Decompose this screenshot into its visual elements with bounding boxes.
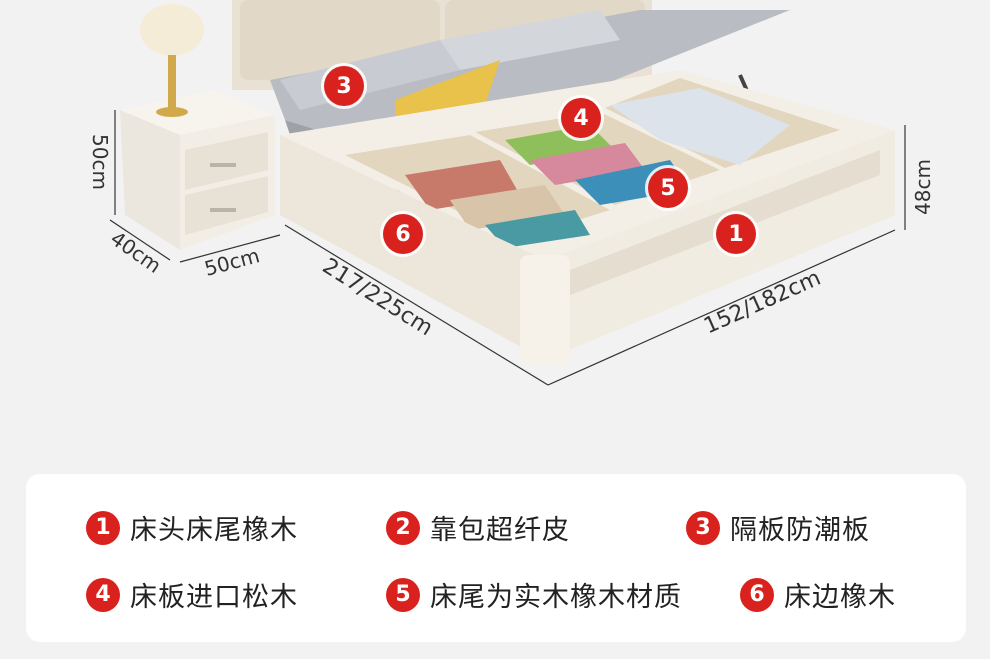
legend-item-4: 4 床板进口松木 <box>86 575 298 614</box>
product-scene: 50cm 40cm 50cm 217/225cm 152/182cm 48cm … <box>87 0 935 386</box>
legend-number: 5 <box>386 577 420 612</box>
legend-text: 床板进口松木 <box>130 582 298 613</box>
legend-number: 4 <box>86 577 120 612</box>
legend-text: 床头床尾橡木 <box>130 515 298 546</box>
legend-text: 隔板防潮板 <box>730 515 870 546</box>
nightstand <box>120 90 275 135</box>
marker-1: 1 <box>716 214 756 254</box>
legend-text: 靠包超纤皮 <box>430 515 570 546</box>
legend-item-1: 1 床头床尾橡木 <box>86 508 298 547</box>
lamp <box>140 4 204 56</box>
marker-5: 5 <box>648 168 688 208</box>
bed-illustration <box>109 0 906 386</box>
legend-item-6: 6 床边橡木 <box>740 575 896 614</box>
legend-number: 3 <box>686 510 720 545</box>
material-legend: 1 床头床尾橡木 2 靠包超纤皮 3 隔板防潮板 4 床板进口松木 5 床尾为实… <box>26 474 966 642</box>
legend-number: 2 <box>386 510 420 545</box>
legend-number: 1 <box>86 510 120 545</box>
marker-6: 6 <box>383 214 423 254</box>
legend-item-5: 5 床尾为实木橡木材质 <box>386 575 682 614</box>
legend-number: 6 <box>740 577 774 612</box>
legend-item-2: 2 靠包超纤皮 <box>386 508 570 547</box>
marker-3: 3 <box>324 66 364 106</box>
legend-item-3: 3 隔板防潮板 <box>686 508 870 547</box>
marker-4: 4 <box>561 98 601 138</box>
legend-text: 床尾为实木橡木材质 <box>430 582 682 613</box>
legend-text: 床边橡木 <box>784 582 896 613</box>
bed-height-label: 48cm <box>910 159 935 215</box>
nightstand-height-label: 50cm <box>87 134 112 190</box>
